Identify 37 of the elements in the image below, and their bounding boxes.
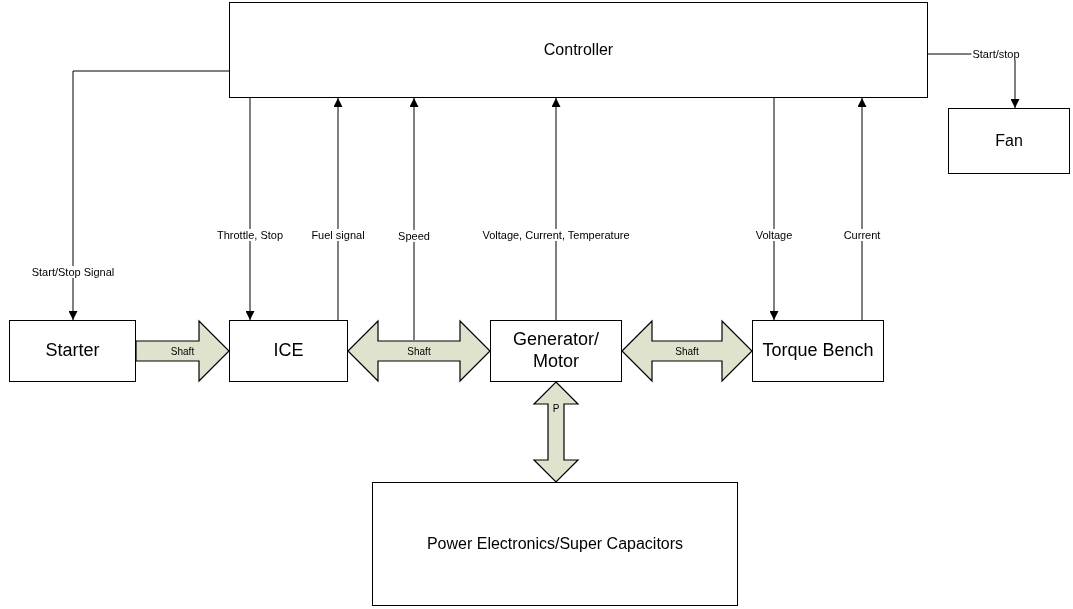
process-box [229, 320, 348, 382]
arrow [769, 97, 779, 321]
block-arrow [347, 319, 491, 383]
box-label: Starter [45, 340, 100, 362]
process-box [9, 320, 136, 382]
box-label: ICE [273, 340, 304, 362]
edge-label: Start/Stop Signal [30, 265, 116, 279]
edge-label: Shaft [169, 345, 196, 357]
edge-label: Shaft [406, 345, 432, 357]
process-box [229, 2, 928, 98]
arrow [245, 97, 255, 321]
edge-label: Fuel signal [310, 228, 366, 242]
edge-label: Start/stop [971, 47, 1021, 61]
arrow [68, 70, 230, 321]
process-box [490, 320, 622, 382]
block-arrow [135, 319, 230, 383]
box-label: Power Electronics/Super Capacitors [426, 534, 684, 554]
arrow [551, 97, 561, 321]
process-box [948, 108, 1070, 174]
process-box [752, 320, 884, 382]
arrow [857, 97, 867, 321]
box-label: Fan [995, 131, 1023, 151]
box-label: Torque Bench [762, 340, 874, 362]
process-box [372, 482, 738, 606]
block-arrow [621, 319, 753, 383]
edge-label: Voltage, Current, Temperature [481, 228, 631, 242]
edge-label: Throttle, Stop [216, 228, 284, 242]
box-label: Generator/ Motor [511, 329, 600, 373]
edge-label: Voltage [754, 228, 794, 242]
edge-label: Current [842, 228, 882, 242]
arrow [409, 97, 419, 341]
edge-label: Speed [397, 229, 431, 243]
edge-label: Shaft [674, 345, 700, 357]
edge-label: P [551, 402, 561, 414]
box-label: Controller [543, 40, 614, 60]
arrow [333, 97, 343, 321]
block-arrow [532, 381, 580, 483]
